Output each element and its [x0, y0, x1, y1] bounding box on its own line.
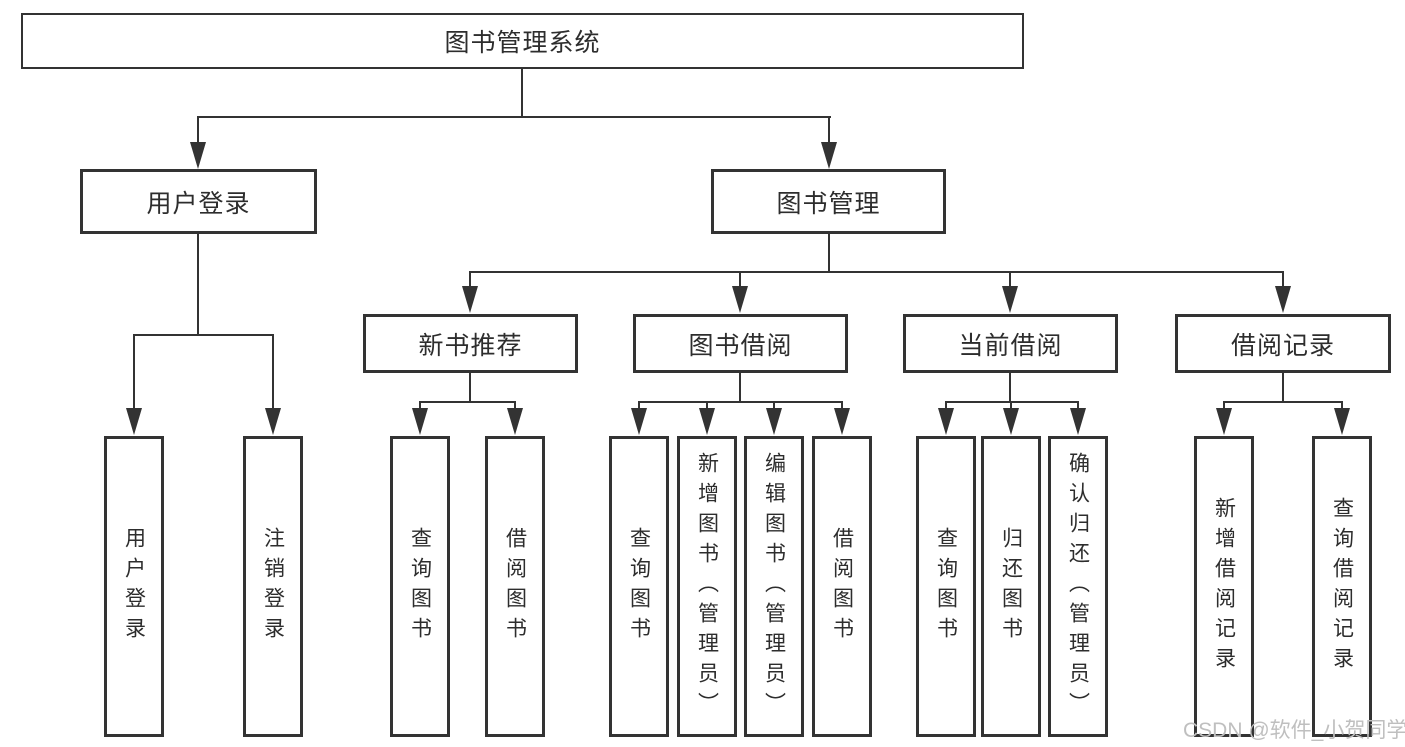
leaf-recommend-borrow-book-label: 借阅图书 — [503, 526, 527, 647]
node-current-borrow: 当前借阅 — [903, 314, 1118, 373]
down-arrow-icon — [265, 408, 281, 435]
connector-line — [514, 401, 516, 409]
connector-line — [133, 334, 274, 336]
leaf-borrow-edit-book-admin-label: 编辑图书（管理员） — [762, 451, 786, 722]
leaf-current-return-book-label: 归还图书 — [999, 526, 1023, 647]
connector-line — [419, 401, 421, 409]
watermark: CSDN @软件_小贺同学 — [1183, 719, 1405, 742]
node-user-login-label: 用户登录 — [146, 189, 251, 218]
leaf-logout: 注销登录 — [243, 436, 303, 737]
node-user-login: 用户登录 — [80, 169, 317, 234]
down-arrow-icon — [1002, 286, 1018, 313]
down-arrow-icon — [507, 408, 523, 435]
leaf-borrow-edit-book-admin: 编辑图书（管理员） — [744, 436, 804, 737]
down-arrow-icon — [1003, 408, 1019, 435]
node-root: 图书管理系统 — [21, 13, 1024, 69]
leaf-records-query-record: 查询借阅记录 — [1312, 436, 1372, 737]
down-arrow-icon — [1334, 408, 1350, 435]
connector-line — [469, 373, 471, 402]
leaf-records-query-record-label: 查询借阅记录 — [1330, 496, 1354, 677]
leaf-borrow-borrow-book: 借阅图书 — [812, 436, 872, 737]
connector-line — [841, 401, 843, 409]
down-arrow-icon — [821, 142, 837, 169]
leaf-borrow-query-book-label: 查询图书 — [627, 526, 651, 647]
down-arrow-icon — [126, 408, 142, 435]
node-current-borrow-label: 当前借阅 — [958, 331, 1063, 360]
leaf-records-add-record-label: 新增借阅记录 — [1212, 496, 1236, 677]
leaf-logout-label: 注销登录 — [261, 526, 285, 647]
leaf-current-confirm-return-admin: 确认归还（管理员） — [1048, 436, 1108, 737]
connector-line — [197, 116, 831, 118]
down-arrow-icon — [412, 408, 428, 435]
connector-line — [739, 271, 741, 287]
connector-line — [739, 373, 741, 402]
connector-line — [638, 401, 640, 409]
connector-line — [828, 234, 830, 272]
connector-line — [1282, 373, 1284, 402]
connector-line — [1077, 401, 1079, 409]
node-borrow-records: 借阅记录 — [1175, 314, 1391, 373]
connector-line — [197, 116, 199, 144]
leaf-records-add-record: 新增借阅记录 — [1194, 436, 1254, 737]
connector-line — [1341, 401, 1343, 409]
connector-line — [133, 334, 135, 409]
connector-line — [1009, 373, 1011, 402]
connector-line — [197, 234, 199, 335]
leaf-borrow-query-book: 查询图书 — [609, 436, 669, 737]
down-arrow-icon — [631, 408, 647, 435]
connector-line — [419, 401, 516, 403]
connector-line — [1223, 401, 1225, 409]
connector-line — [828, 116, 830, 144]
leaf-borrow-borrow-book-label: 借阅图书 — [830, 526, 854, 647]
leaf-user-login-label: 用户登录 — [122, 526, 146, 647]
down-arrow-icon — [699, 408, 715, 435]
down-arrow-icon — [938, 408, 954, 435]
leaf-borrow-add-book-admin-label: 新增图书（管理员） — [695, 451, 719, 722]
down-arrow-icon — [1216, 408, 1232, 435]
connector-line — [1282, 271, 1284, 287]
node-new-book-recommend: 新书推荐 — [363, 314, 578, 373]
leaf-current-query-book: 查询图书 — [916, 436, 976, 737]
down-arrow-icon — [190, 142, 206, 169]
leaf-recommend-borrow-book: 借阅图书 — [485, 436, 545, 737]
connector-line — [469, 271, 1284, 273]
connector-line — [469, 271, 471, 287]
leaf-recommend-query-book-label: 查询图书 — [408, 526, 432, 647]
down-arrow-icon — [766, 408, 782, 435]
connector-line — [272, 334, 274, 409]
down-arrow-icon — [462, 286, 478, 313]
connector-line — [521, 69, 523, 117]
node-borrow-records-label: 借阅记录 — [1230, 331, 1335, 360]
node-book-management: 图书管理 — [711, 169, 946, 234]
connector-line — [945, 401, 1079, 403]
connector-line — [945, 401, 947, 409]
node-new-book-recommend-label: 新书推荐 — [418, 331, 523, 360]
leaf-user-login: 用户登录 — [104, 436, 164, 737]
node-root-label: 图书管理系统 — [444, 29, 601, 57]
node-book-borrow-label: 图书借阅 — [688, 331, 793, 360]
leaf-borrow-add-book-admin: 新增图书（管理员） — [677, 436, 737, 737]
down-arrow-icon — [732, 286, 748, 313]
down-arrow-icon — [1070, 408, 1086, 435]
connector-line — [1223, 401, 1343, 403]
leaf-current-query-book-label: 查询图书 — [934, 526, 958, 647]
leaf-current-confirm-return-admin-label: 确认归还（管理员） — [1066, 451, 1090, 722]
down-arrow-icon — [1275, 286, 1291, 313]
connector-line — [706, 401, 708, 409]
node-book-borrow: 图书借阅 — [633, 314, 848, 373]
down-arrow-icon — [834, 408, 850, 435]
leaf-current-return-book: 归还图书 — [981, 436, 1041, 737]
leaf-recommend-query-book: 查询图书 — [390, 436, 450, 737]
node-book-management-label: 图书管理 — [776, 189, 881, 218]
connector-line — [1010, 401, 1012, 409]
connector-line — [638, 401, 843, 403]
connector-line — [1009, 271, 1011, 287]
connector-line — [773, 401, 775, 409]
